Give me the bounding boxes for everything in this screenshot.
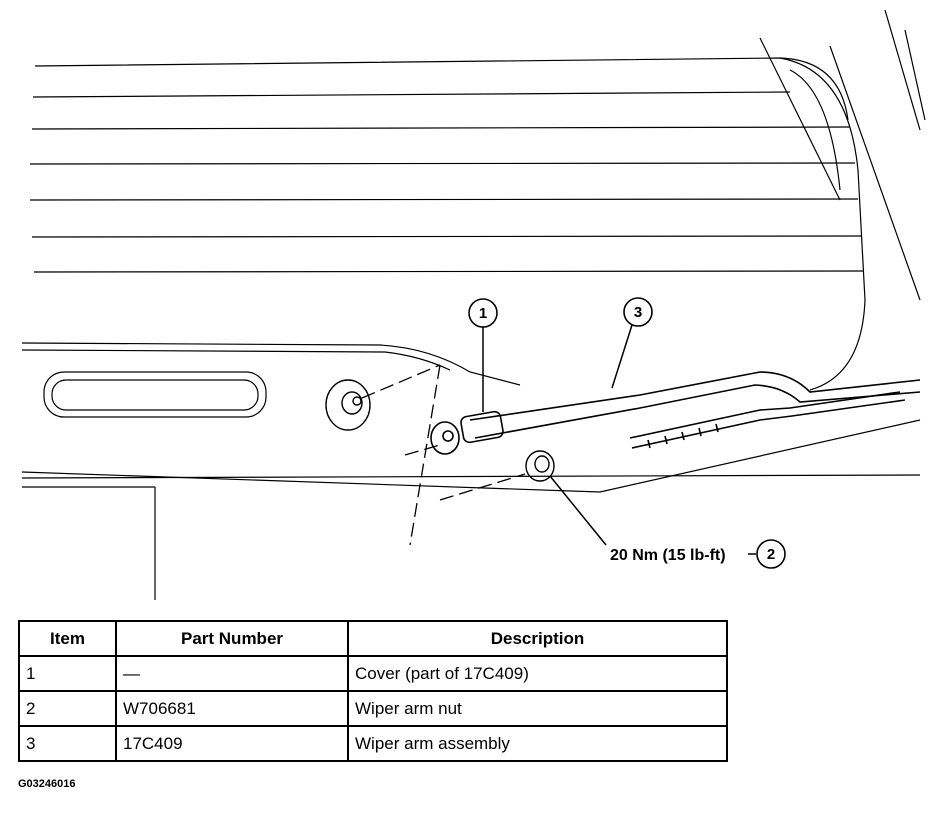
cell-description: Wiper arm assembly — [347, 725, 728, 762]
wiper-arm — [430, 371, 921, 455]
callout-1: 1 — [468, 298, 498, 412]
license-lamp-recess — [43, 371, 267, 418]
cell-part-number: 17C409 — [115, 725, 349, 762]
callout-3: 3 — [611, 297, 653, 389]
table-row: 2 W706681 Wiper arm nut — [18, 690, 728, 727]
cell-item: 2 — [18, 690, 117, 727]
cell-description: Cover (part of 17C409) — [347, 655, 728, 692]
table-row: 3 17C409 Wiper arm assembly — [18, 725, 728, 762]
parts-table-header-row: Item Part Number Description — [18, 620, 728, 657]
parts-table: Item Part Number Description 1 — Cover (… — [18, 620, 728, 762]
callout-3-number: 3 — [634, 304, 642, 321]
rear-glass — [29, 9, 926, 391]
figure-id: G03246016 — [18, 778, 76, 790]
callout-2: 20 Nm (15 lb-ft) 2 — [549, 475, 786, 569]
wiper-arm-diagram: 1 3 20 Nm (15 lb-ft) 2 — [21, 9, 926, 600]
callout-1-number: 1 — [479, 305, 487, 322]
cell-item: 3 — [18, 725, 117, 762]
column-header-part-number: Part Number — [115, 620, 349, 657]
column-header-description: Description — [347, 620, 728, 657]
cell-part-number: — — [115, 655, 349, 692]
cell-part-number: W706681 — [115, 690, 349, 727]
assembly-guide-lines — [361, 364, 526, 546]
table-row: 1 — Cover (part of 17C409) — [18, 655, 728, 692]
cell-item: 1 — [18, 655, 117, 692]
column-header-item: Item — [18, 620, 117, 657]
wiper-nut — [525, 450, 555, 482]
callout-2-number: 2 — [767, 546, 775, 563]
mount-stud — [325, 379, 371, 431]
torque-spec-label: 20 Nm (15 lb-ft) — [610, 547, 726, 564]
liftgate-panel — [21, 342, 921, 600]
cell-description: Wiper arm nut — [347, 690, 728, 727]
